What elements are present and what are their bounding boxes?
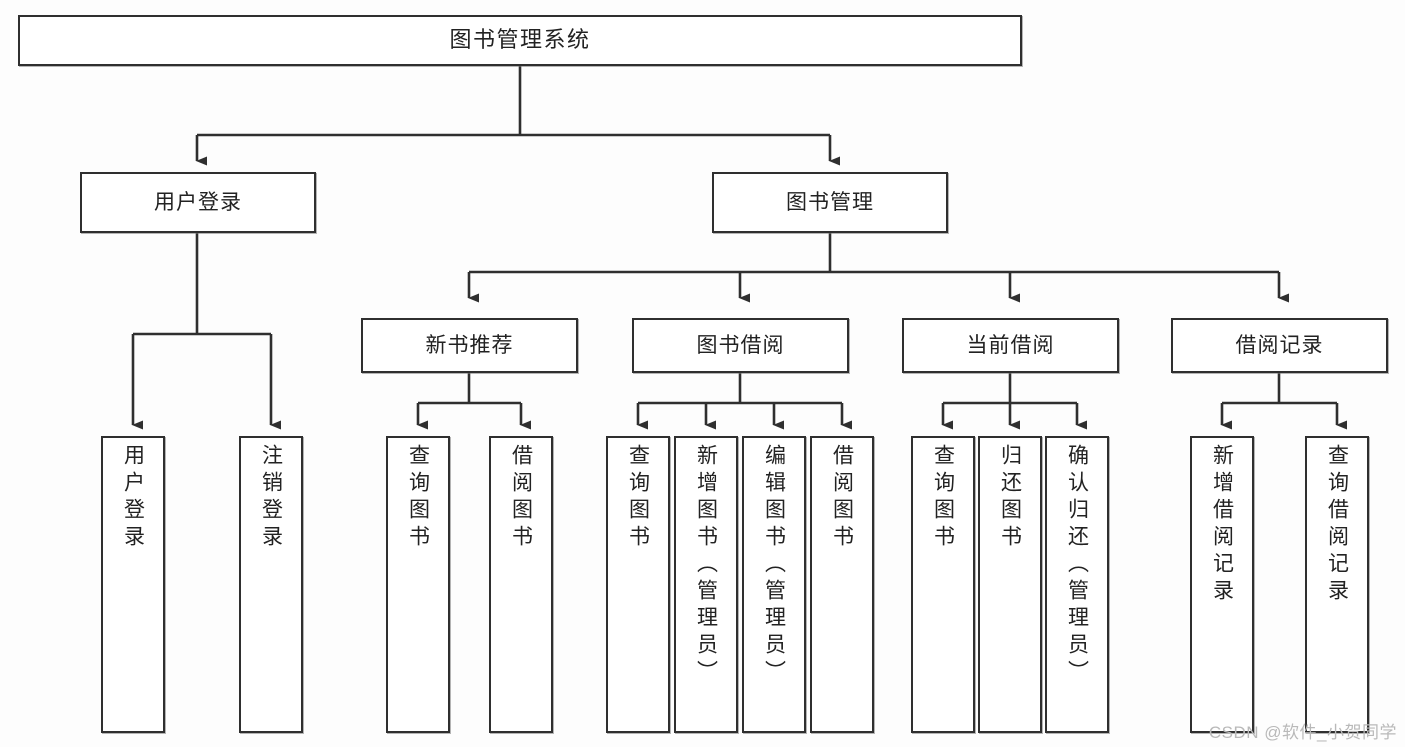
node-label: 查询图书 [626,444,650,552]
leaf-logout-login[interactable]: 注销登录 [239,436,303,733]
node-label: 图书借阅 [696,333,785,357]
watermark: CSDN @软件_小贺同学 [1208,723,1397,742]
node-book-borrow[interactable]: 图书借阅 [632,318,849,373]
node-label: 用户登录 [154,190,242,214]
node-new-book-recommend[interactable]: 新书推荐 [361,318,578,373]
leaf-edit-book-admin[interactable]: 编辑图书（管理员） [742,436,806,733]
leaf-add-book-admin[interactable]: 新增图书（管理员） [674,436,738,733]
node-current-borrow[interactable]: 当前借阅 [902,318,1119,373]
leaf-user-login[interactable]: 用户登录 [101,436,165,733]
node-label: 查询借阅记录 [1325,444,1349,606]
leaf-add-borrow-record[interactable]: 新增借阅记录 [1190,436,1254,733]
leaf-borrow-book-new[interactable]: 借阅图书 [489,436,553,733]
node-borrow-record[interactable]: 借阅记录 [1171,318,1388,373]
node-label: 新增图书（管理员） [694,444,718,687]
node-label: 新增借阅记录 [1210,444,1234,606]
leaf-query-book-new[interactable]: 查询图书 [386,436,450,733]
node-label: 图书管理系统 [449,27,591,53]
node-root-system[interactable]: 图书管理系统 [18,15,1022,66]
node-label: 查询图书 [406,444,430,552]
node-user-login[interactable]: 用户登录 [80,172,316,233]
node-label: 借阅记录 [1235,333,1324,357]
node-label: 查询图书 [931,444,955,552]
leaf-query-borrow-record[interactable]: 查询借阅记录 [1305,436,1369,733]
node-label: 新书推荐 [425,333,514,357]
leaf-return-book[interactable]: 归还图书 [978,436,1042,733]
node-label: 编辑图书（管理员） [762,444,786,687]
node-book-management[interactable]: 图书管理 [712,172,948,233]
leaf-borrow-book[interactable]: 借阅图书 [810,436,874,733]
node-label: 确认归还（管理员） [1065,444,1089,687]
node-label: 用户登录 [121,444,145,552]
leaf-query-book-borrow[interactable]: 查询图书 [606,436,670,733]
node-label: 归还图书 [998,444,1022,552]
node-label: 借阅图书 [830,444,854,552]
leaf-confirm-return-admin[interactable]: 确认归还（管理员） [1045,436,1109,733]
node-label: 注销登录 [259,444,283,552]
node-label: 图书管理 [786,190,874,214]
node-label: 当前借阅 [966,333,1055,357]
leaf-query-book-current[interactable]: 查询图书 [911,436,975,733]
node-label: 借阅图书 [509,444,533,552]
